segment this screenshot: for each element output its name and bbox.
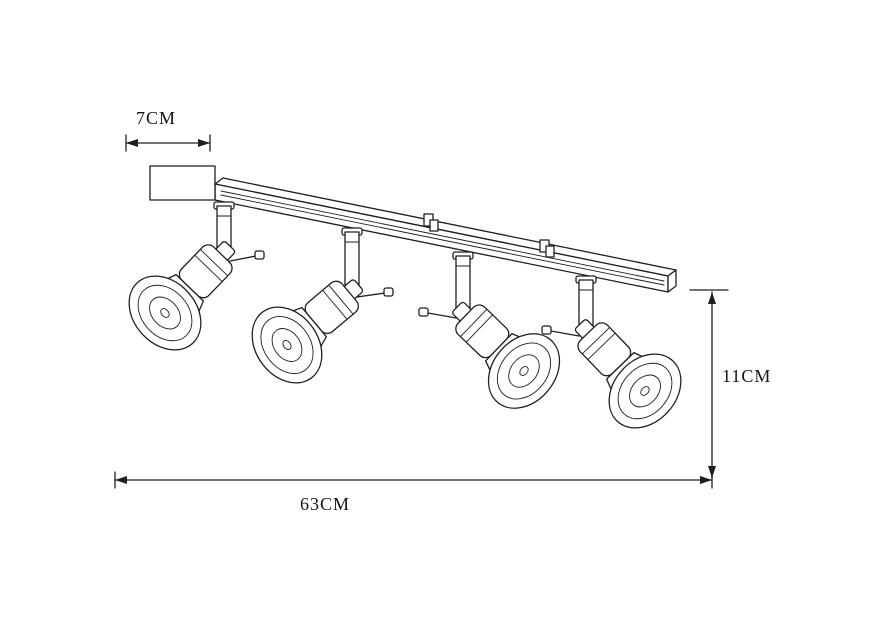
spotlight-2 (251, 227, 394, 384)
lens-ring (149, 296, 181, 330)
lens-ring (508, 354, 540, 388)
lens-center (640, 386, 650, 396)
rail-front-face (214, 183, 669, 293)
body-ring (587, 332, 616, 361)
dimension-7cm-label: 7CM (136, 108, 176, 128)
clip-block (429, 219, 439, 232)
lens-ring (496, 342, 552, 400)
canopy (149, 165, 216, 201)
spotlight-4-stem (575, 275, 597, 331)
body-ring (460, 308, 488, 338)
spotlight-4 (541, 275, 682, 429)
spotlight-2-handle (356, 287, 394, 298)
rail-end-cap (667, 269, 677, 293)
dimension-11cm: 11CM (689, 289, 771, 479)
handle-stick (356, 292, 386, 298)
dimension-11cm-label: 11CM (722, 366, 771, 386)
spotlight-3 (418, 251, 561, 409)
spotlight-3-handle (418, 307, 457, 319)
spotlight-1 (128, 201, 265, 351)
body-ring (322, 289, 348, 320)
spotlight-1-lens (128, 275, 202, 351)
dimension-7cm: 7CM (125, 108, 211, 152)
spotlight-2-lens (251, 306, 323, 384)
lens-center (160, 308, 170, 318)
rail-clip-1 (423, 213, 439, 232)
rail-clip-2 (539, 239, 555, 258)
lens-ring (271, 328, 303, 362)
rail-slot-line-2 (220, 194, 665, 286)
spotlight-3-lens (487, 333, 561, 409)
body-ring (465, 314, 494, 343)
body-ring (194, 254, 223, 283)
clip-block (545, 245, 555, 258)
lens-ring (617, 362, 673, 420)
handle-stick (229, 255, 257, 262)
rail-slot-line-1 (220, 190, 665, 282)
handle-stick (427, 312, 457, 319)
mounting-rail (149, 165, 677, 293)
lens-center (519, 366, 529, 376)
spotlight-4-lens (608, 353, 682, 429)
handle-tip (418, 307, 429, 317)
spotlight-1-stem (213, 201, 235, 255)
handle-tip (383, 287, 394, 297)
handle-stick (550, 330, 580, 337)
body-ring (581, 327, 611, 355)
spotlight-2-stem (341, 227, 363, 291)
body-ring (199, 249, 229, 277)
lens-ring (629, 374, 661, 408)
lens-rim (487, 333, 561, 409)
lens-ring (260, 316, 314, 374)
rail-top-face (214, 177, 677, 277)
dimension-63cm-label: 63CM (300, 494, 350, 514)
spotlight-3-stem (452, 251, 474, 313)
handle-tip (254, 250, 265, 260)
lens-rim (608, 353, 682, 429)
lens-center (282, 340, 292, 350)
lens-rim (251, 306, 323, 384)
dimension-63cm: 63CM (114, 471, 713, 514)
handle-tip (541, 325, 552, 335)
spotlight-1-handle (229, 250, 265, 262)
lens-rim (128, 275, 202, 351)
lens-ring (137, 284, 193, 342)
spotlight-4-handle (541, 325, 580, 337)
body-ring (328, 284, 354, 315)
